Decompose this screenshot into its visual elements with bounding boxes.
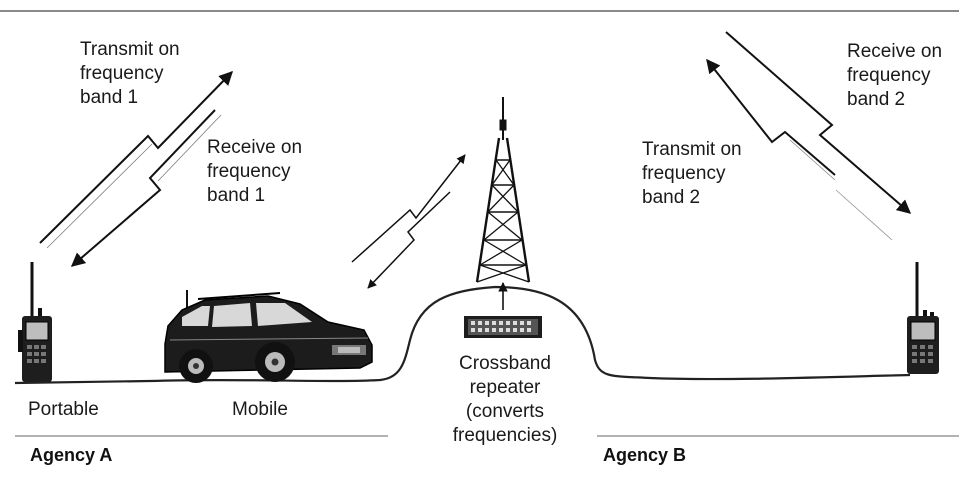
receive-band2-label: Receive on frequency band 2 xyxy=(847,40,942,112)
repeater-line3: (converts xyxy=(465,401,545,422)
transmit-band1-line1: Transmit on xyxy=(80,39,180,60)
receive-band2-line1: Receive on xyxy=(847,41,943,62)
mobile-label: Mobile xyxy=(232,399,288,420)
receive-band1-signal xyxy=(70,109,222,267)
transmit-band1-label: Transmit on frequency band 1 xyxy=(80,38,180,110)
transmit-band2-label: Transmit on frequency band 2 xyxy=(642,138,742,210)
receive-band1-label: Receive on frequency band 1 xyxy=(207,136,302,208)
receive-band2-line2: frequency xyxy=(847,65,931,86)
transmit-band1-line2: frequency xyxy=(80,63,164,84)
repeater-line4: frequencies) xyxy=(452,425,558,446)
repeater-line2: repeater xyxy=(469,377,541,398)
handheld-radio-icon-agency-b xyxy=(907,262,939,374)
receive-band1-line3: band 1 xyxy=(207,185,266,206)
portable-label: Portable xyxy=(28,399,99,420)
transmit-band2-line3: band 2 xyxy=(642,187,701,208)
transmit-band1-line3: band 1 xyxy=(80,87,139,108)
transmit-band2-signal xyxy=(706,58,836,181)
rack-repeater-icon xyxy=(464,316,542,338)
transmit-band1-signal xyxy=(39,70,233,249)
repeater-label: Crossband repeater (converts frequencies… xyxy=(445,352,565,448)
mobile-downlink-signal xyxy=(367,191,451,289)
receive-band2-signal xyxy=(725,31,912,241)
handheld-radio-icon-agency-a xyxy=(18,262,52,382)
mobile-uplink-signal xyxy=(351,154,466,263)
transmit-band2-line1: Transmit on xyxy=(642,139,742,160)
repeater-line1: Crossband xyxy=(459,353,551,374)
agency-a-label: Agency A xyxy=(30,445,113,465)
receive-band1-line1: Receive on xyxy=(207,137,303,158)
receive-band2-line3: band 2 xyxy=(847,89,906,110)
agency-b-label: Agency B xyxy=(603,445,687,465)
transmit-band2-line2: frequency xyxy=(642,163,726,184)
radio-tower-icon xyxy=(475,97,531,283)
receive-band1-line2: frequency xyxy=(207,161,291,182)
suv-with-antenna-icon xyxy=(164,290,373,383)
